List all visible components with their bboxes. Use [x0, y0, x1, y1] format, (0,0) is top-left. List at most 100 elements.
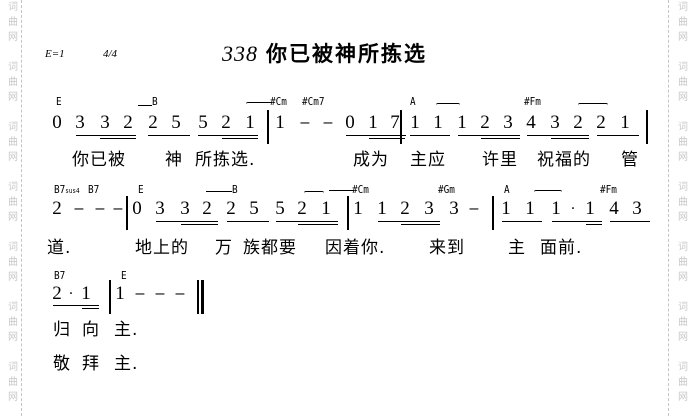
chord-label: B — [232, 183, 238, 196]
lyric: 所拣选. — [195, 150, 256, 170]
chord-symbol: #Gm — [438, 184, 455, 196]
note: 3 — [632, 198, 642, 219]
final-barline-thick — [201, 280, 204, 314]
chord-label: A — [504, 183, 510, 196]
chord-symbol: E — [138, 184, 144, 196]
note: 0 — [52, 112, 62, 133]
note: 1 — [245, 112, 255, 133]
watermark-char: 网 — [8, 92, 18, 103]
hold-dash: – — [175, 285, 185, 302]
chord-symbol: B — [152, 96, 158, 108]
watermark-char: 曲 — [8, 17, 18, 28]
watermark-char: 网 — [678, 92, 688, 103]
watermark-char: 曲 — [8, 377, 18, 388]
slur — [246, 102, 272, 104]
watermark-char: 词 — [678, 242, 688, 253]
underline — [222, 138, 258, 139]
chord-symbol: B7 — [54, 270, 65, 282]
chord-label: #Cm — [270, 95, 287, 108]
note: 3 — [180, 198, 190, 219]
barline — [400, 110, 402, 144]
lyric: 主应 — [410, 150, 446, 170]
lyric: 归 — [53, 320, 71, 340]
watermark-char: 曲 — [678, 377, 688, 388]
hold-dash: – — [74, 200, 84, 217]
barline — [646, 110, 648, 144]
hold-dash: – — [95, 200, 105, 217]
underline — [586, 224, 602, 225]
hold-dash: – — [323, 114, 333, 131]
watermark-char: 曲 — [678, 197, 688, 208]
watermark-char: 词 — [8, 2, 18, 13]
note: 2 — [52, 283, 62, 304]
slur — [329, 190, 354, 192]
note: 2 — [221, 112, 231, 133]
underline — [181, 224, 218, 225]
chord-symbol: A — [410, 96, 416, 108]
underline — [346, 135, 406, 136]
watermark-char: 曲 — [678, 137, 688, 148]
chord-symbol: A — [504, 184, 510, 196]
note: 2 — [480, 112, 490, 133]
note: 2 — [52, 198, 62, 219]
watermark-char: 曲 — [8, 257, 18, 268]
note: 2 — [297, 198, 307, 219]
hold-dash: – — [135, 285, 145, 302]
lyric: 你已被 — [72, 150, 126, 170]
watermark-char: 曲 — [8, 137, 18, 148]
chord-label: #Cm — [352, 183, 369, 196]
lyric: 主. — [114, 354, 139, 374]
lyric: 万 — [215, 238, 233, 258]
lyric: 管 — [621, 150, 639, 170]
underline — [597, 135, 639, 136]
final-barline-thin — [197, 280, 199, 314]
lyric: 道. — [47, 238, 72, 258]
slur — [304, 191, 324, 193]
lyric: 主. — [114, 320, 139, 340]
watermark-char: 曲 — [678, 17, 688, 28]
watermark-char: 曲 — [8, 317, 18, 328]
chord-label: B7 — [88, 183, 100, 196]
hold-dash: – — [155, 285, 165, 302]
note: 3 — [75, 112, 85, 133]
chord-label: B7 — [54, 269, 66, 282]
barline — [492, 196, 494, 230]
note: 5 — [249, 198, 259, 219]
note: 1 — [377, 198, 387, 219]
watermark-char: 词 — [8, 182, 18, 193]
underline — [458, 135, 520, 136]
key-signature: E=1 — [45, 48, 65, 60]
dotted-note-dot: · — [570, 201, 576, 217]
lyric: 向 — [82, 320, 100, 340]
slur — [534, 190, 562, 192]
watermark-char: 词 — [8, 362, 18, 373]
watermark-char: 词 — [678, 302, 688, 313]
note: 5 — [171, 112, 181, 133]
chord-symbol: #Cm — [270, 96, 287, 108]
note: 7 — [390, 112, 400, 133]
barline — [126, 196, 128, 230]
note: 5 — [275, 198, 285, 219]
chord-label: #Fm — [600, 183, 617, 196]
note: 4 — [526, 112, 536, 133]
underline — [369, 138, 405, 139]
watermark-char: 网 — [678, 272, 688, 283]
lyric: 许里 — [482, 150, 518, 170]
hold-dash: – — [469, 200, 479, 217]
watermark-char: 网 — [8, 272, 18, 283]
chord-symbol: B — [232, 184, 238, 196]
note: 1 — [501, 198, 511, 219]
watermark-char: 曲 — [8, 197, 18, 208]
underline — [401, 224, 440, 225]
watermark-char: 曲 — [678, 257, 688, 268]
note: 1 — [321, 198, 331, 219]
lyric: 来到 — [429, 238, 465, 258]
underline — [148, 135, 190, 136]
underline — [378, 221, 440, 222]
chord-symbol: E — [121, 270, 127, 282]
lyric: 面前. — [540, 238, 583, 258]
chord-label: E — [138, 183, 144, 196]
chord-symbol: #Fm — [524, 96, 541, 108]
note: 0 — [132, 198, 142, 219]
